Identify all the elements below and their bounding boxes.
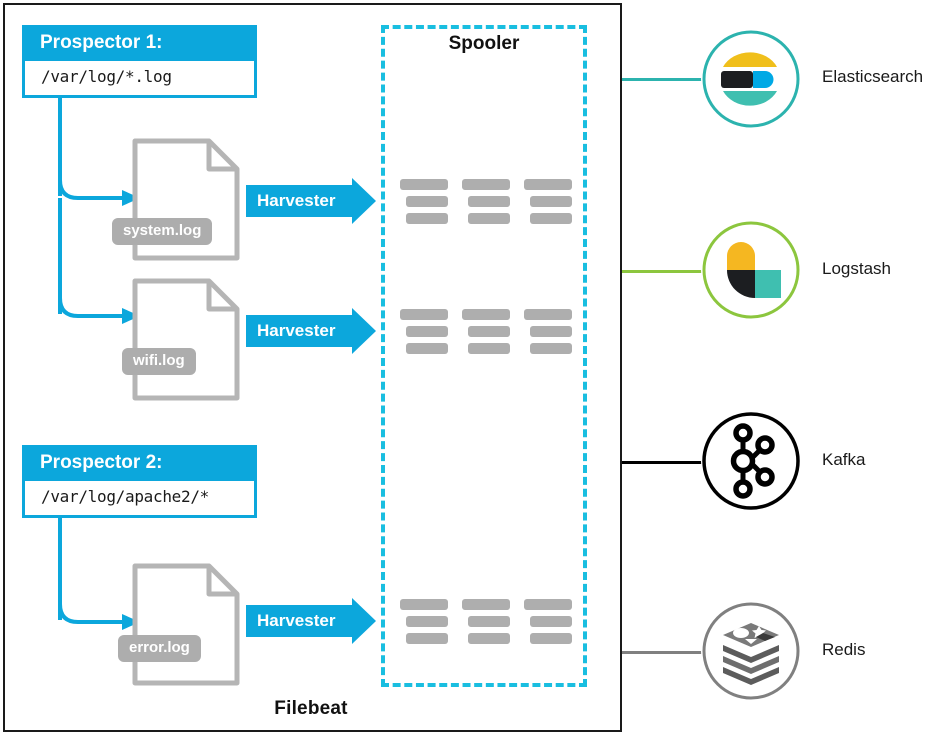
spooler-bar <box>406 326 448 337</box>
spooler-event-group <box>462 309 510 355</box>
output-label-kafka: Kafka <box>822 450 866 469</box>
prospector-2-path: /var/log/apache2/* <box>22 481 257 518</box>
spooler-container <box>381 25 587 687</box>
spooler-bar <box>462 309 510 320</box>
harvester-label-1: Harvester <box>257 191 336 210</box>
spooler-bar <box>524 179 572 190</box>
spooler-event-group <box>400 179 448 225</box>
spooler-event-row-2 <box>400 309 572 355</box>
file-label-system: system.log <box>112 218 213 245</box>
prospector-1-path: /var/log/*.log <box>22 61 257 98</box>
spooler-event-group <box>462 179 510 225</box>
spooler-event-group <box>400 309 448 355</box>
connector-line-logstash <box>622 270 704 273</box>
harvester-arrow-tip-3 <box>352 598 376 644</box>
harvester-arrow-body-3 <box>246 605 354 637</box>
spooler-bar <box>462 179 510 190</box>
spooler-event-group <box>524 599 572 645</box>
connector-line-redis <box>622 651 704 654</box>
spooler-bar <box>406 213 448 224</box>
spooler-bar <box>406 343 448 354</box>
harvester-arrow-tip-1 <box>352 178 376 224</box>
output-node-kafka[interactable] <box>701 411 801 511</box>
output-label-redis: Redis <box>822 640 866 659</box>
spooler-bar <box>406 633 448 644</box>
output-label-elasticsearch: Elasticsearch <box>822 67 924 86</box>
spooler-event-group <box>400 599 448 645</box>
harvester-arrow-2[interactable]: Harvester <box>246 308 376 354</box>
file-label-error: error.log <box>118 635 201 662</box>
spooler-bar <box>468 326 510 337</box>
spooler-bar <box>400 179 448 190</box>
spooler-bar <box>468 633 510 644</box>
harvester-label-2: Harvester <box>257 321 336 340</box>
harvester-arrow-tip-2 <box>352 308 376 354</box>
spooler-bar <box>468 343 510 354</box>
harvester-arrow-body-1 <box>246 185 354 217</box>
spooler-title: Spooler <box>448 33 520 54</box>
spooler-bar <box>468 196 510 207</box>
spooler-bar <box>530 633 572 644</box>
filebeat-title: Filebeat <box>274 698 348 719</box>
harvester-arrow-3[interactable]: Harvester <box>246 598 376 644</box>
spooler-bar <box>530 616 572 627</box>
spooler-bar <box>468 616 510 627</box>
harvester-arrow-body-2 <box>246 315 354 347</box>
spooler-bar <box>462 599 510 610</box>
prospector-1-routing-line <box>22 98 142 333</box>
spooler-event-group <box>524 179 572 225</box>
spooler-bar <box>406 196 448 207</box>
output-label-logstash: Logstash <box>822 259 891 278</box>
connector-line-kafka <box>622 461 704 464</box>
spooler-bar <box>400 599 448 610</box>
prospector-2-card[interactable]: Prospector 2: /var/log/apache2/* <box>22 445 257 518</box>
prospector-2-routing-line <box>22 518 142 643</box>
spooler-event-group <box>462 599 510 645</box>
harvester-arrow-1[interactable]: Harvester <box>246 178 376 224</box>
prospector-1-title: Prospector 1: <box>22 25 257 61</box>
log-file-icon-error[interactable] <box>131 562 241 687</box>
output-node-elasticsearch[interactable] <box>701 29 801 129</box>
spooler-bar <box>468 213 510 224</box>
log-file-icon-wifi[interactable] <box>131 277 241 402</box>
spooler-bar <box>530 326 572 337</box>
output-node-redis[interactable] <box>701 601 801 701</box>
spooler-bar <box>530 196 572 207</box>
spooler-bar <box>530 213 572 224</box>
output-node-logstash[interactable] <box>701 220 801 320</box>
harvester-label-3: Harvester <box>257 611 336 630</box>
spooler-bar <box>530 343 572 354</box>
prospector-2-title: Prospector 2: <box>22 445 257 481</box>
file-label-wifi: wifi.log <box>122 348 196 375</box>
spooler-event-row-1 <box>400 179 572 225</box>
spooler-event-group <box>524 309 572 355</box>
connector-line-elasticsearch <box>622 78 704 81</box>
spooler-event-row-3 <box>400 599 572 645</box>
prospector-1-card[interactable]: Prospector 1: /var/log/*.log <box>22 25 257 98</box>
spooler-bar <box>400 309 448 320</box>
spooler-bar <box>524 599 572 610</box>
spooler-bar <box>406 616 448 627</box>
spooler-bar <box>524 309 572 320</box>
